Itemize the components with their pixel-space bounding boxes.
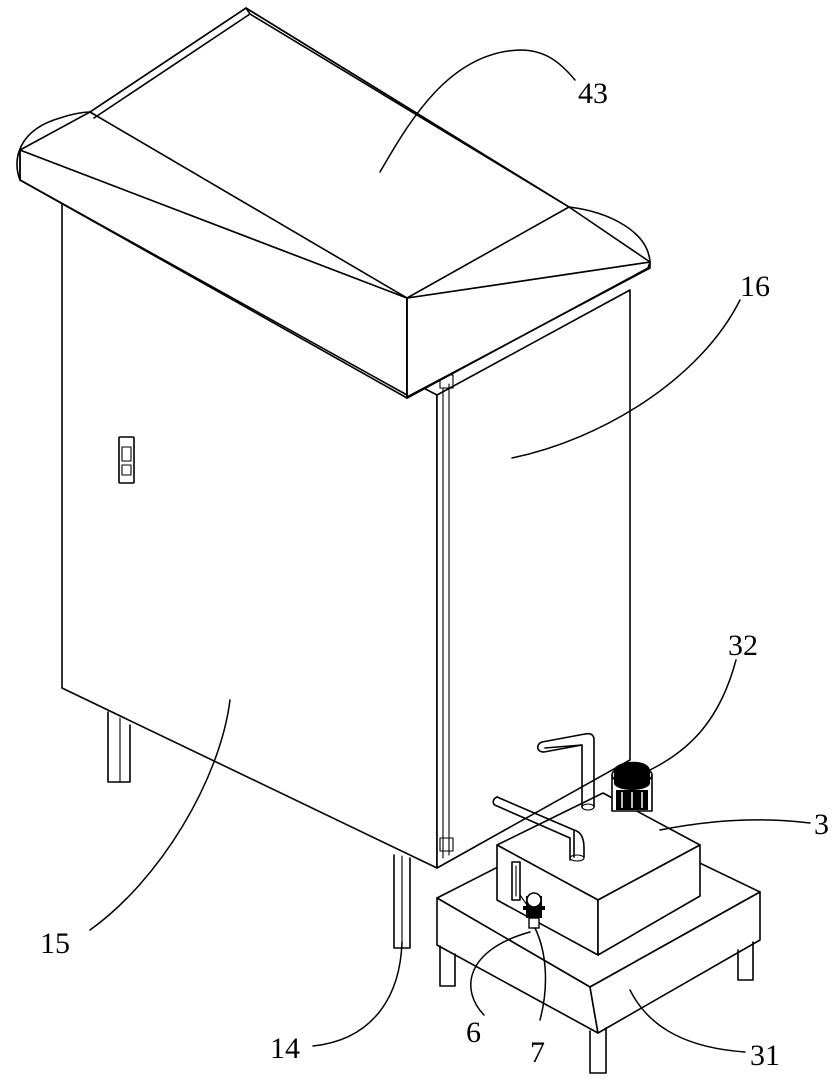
label-7: 7 — [530, 1036, 545, 1069]
cabinet-side-panel — [437, 290, 630, 868]
label-14: 14 — [270, 1032, 300, 1065]
leg-front-left — [108, 712, 130, 782]
label-3: 3 — [814, 808, 829, 841]
label-31: 31 — [750, 1039, 780, 1072]
leader-14 — [313, 942, 402, 1046]
label-6: 6 — [466, 1016, 481, 1049]
pump — [612, 762, 652, 811]
stand-leg-2 — [590, 1028, 606, 1073]
label-43: 43 — [578, 77, 608, 110]
label-32: 32 — [728, 629, 758, 662]
label-15: 15 — [40, 927, 70, 960]
leader-3 — [660, 820, 810, 830]
leader-32 — [650, 660, 736, 770]
label-16: 16 — [740, 270, 770, 303]
